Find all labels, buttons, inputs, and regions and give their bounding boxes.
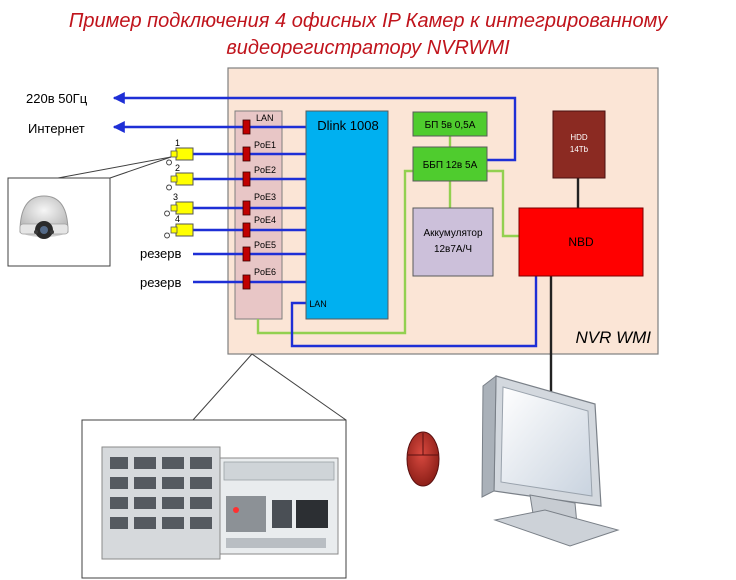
battery-label-line1: Аккумулятор [423, 228, 482, 239]
enclosure-label: NVR WMI [575, 328, 651, 347]
switch-label: Dlink 1008 [317, 118, 378, 133]
camera-cable-stubs [164, 159, 172, 239]
ups-12v [412, 146, 488, 182]
port-poe5-label: PoE5 [254, 240, 276, 250]
camera-number-4: 4 [175, 214, 180, 224]
hdd-label-line1: HDD [570, 133, 588, 142]
reserve-label-2: резерв [140, 275, 181, 290]
hdd [552, 110, 606, 179]
mouse-image [406, 431, 440, 487]
nbd-label: NBD [568, 235, 594, 249]
internet-label: Интернет [28, 121, 85, 136]
ups-label: ББП 12в 5А [423, 160, 478, 171]
enclosure-photo [101, 446, 339, 560]
port-connectors [242, 119, 251, 290]
battery [412, 207, 494, 277]
port-lan-label: LAN [256, 113, 274, 123]
camera-number-2: 2 [175, 163, 180, 173]
port-poe1-label: PoE1 [254, 140, 276, 150]
camera-connectors [170, 147, 194, 237]
psu-5v [412, 111, 488, 137]
data-cables [112, 92, 538, 348]
reserve-label-1: резерв [140, 246, 181, 261]
power-label: 220в 50Гц [26, 91, 88, 106]
diagram-title-line-2: видеорегистратору NVRWMI [226, 37, 510, 59]
camera-number-3: 3 [173, 192, 178, 202]
port-poe6-label: PoE6 [254, 267, 276, 277]
psu-label: БП 5в 0,5А [425, 120, 476, 131]
monitor-image [481, 374, 620, 547]
camera-number-1: 1 [175, 138, 180, 148]
diagram-title-line-1: Пример подключения 4 офисных IP Камер к … [68, 10, 668, 32]
battery-label-line2: 12в7А/Ч [434, 244, 472, 255]
port-poe4-label: PoE4 [254, 215, 276, 225]
hdd-label-line2: 14Тb [570, 145, 589, 154]
power-cables [256, 136, 519, 335]
dome-camera-image [19, 195, 69, 239]
port-poe3-label: PoE3 [254, 192, 276, 202]
switch-dlink-1008 [305, 110, 389, 320]
switch-lan-label: LAN [309, 299, 327, 309]
nvr-board-nbd [518, 207, 644, 277]
port-poe2-label: PoE2 [254, 165, 276, 175]
